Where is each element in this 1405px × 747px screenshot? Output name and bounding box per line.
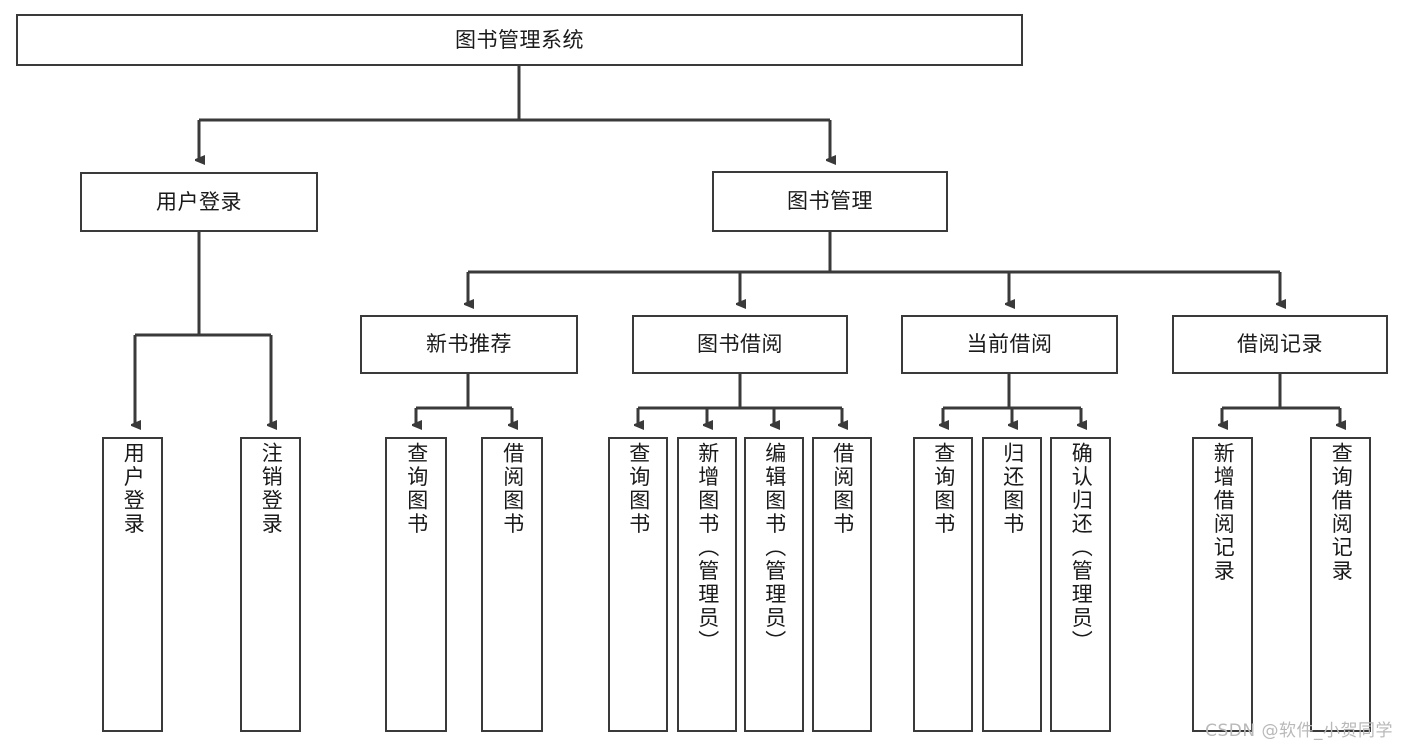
node-leaf-user-login-label: 用户登录 [121,442,146,536]
node-leaf-return-book-label: 归还图书 [1000,442,1025,536]
node-leaf-query-record[interactable]: 查询借阅记录 [1310,437,1371,732]
node-leaf-query-book-2[interactable]: 查询图书 [608,437,668,732]
node-user-login[interactable]: 用户登录 [80,172,318,232]
node-borrow-record[interactable]: 借阅记录 [1172,315,1388,374]
node-leaf-query-book-3[interactable]: 查询图书 [913,437,973,732]
node-leaf-borrow-book-2[interactable]: 借阅图书 [812,437,872,732]
node-leaf-borrow-book-1-label: 借阅图书 [500,442,525,536]
node-leaf-edit-book-label: 编辑图书（管理员） [762,442,787,654]
node-leaf-query-record-label: 查询借阅记录 [1329,442,1354,583]
node-leaf-return-book[interactable]: 归还图书 [982,437,1042,732]
node-leaf-add-book[interactable]: 新增图书（管理员） [677,437,737,732]
node-leaf-add-record-label: 新增借阅记录 [1211,442,1236,583]
node-leaf-confirm-return-label: 确认归还（管理员） [1069,442,1094,654]
node-leaf-borrow-book-1[interactable]: 借阅图书 [481,437,543,732]
node-book-borrow[interactable]: 图书借阅 [632,315,848,374]
node-user-login-label: 用户登录 [156,189,242,214]
node-borrow-record-label: 借阅记录 [1237,332,1323,357]
node-leaf-query-book-2-label: 查询图书 [626,442,651,536]
node-leaf-query-book-1[interactable]: 查询图书 [385,437,447,732]
watermark: CSDN @软件_小贺同学 [1205,721,1393,741]
node-leaf-edit-book[interactable]: 编辑图书（管理员） [744,437,804,732]
node-new-book-rec-label: 新书推荐 [426,332,512,357]
node-leaf-user-login[interactable]: 用户登录 [102,437,163,732]
node-current-borrow-label: 当前借阅 [966,332,1053,357]
node-leaf-add-record[interactable]: 新增借阅记录 [1192,437,1253,732]
node-new-book-rec[interactable]: 新书推荐 [360,315,578,374]
node-leaf-query-book-3-label: 查询图书 [931,442,956,536]
node-root-label: 图书管理系统 [455,27,584,52]
node-leaf-borrow-book-2-label: 借阅图书 [830,442,855,536]
node-root[interactable]: 图书管理系统 [16,14,1023,66]
node-leaf-user-logout[interactable]: 注销登录 [240,437,301,732]
node-leaf-user-logout-label: 注销登录 [259,442,284,536]
node-book-manage-label: 图书管理 [787,189,873,214]
node-leaf-add-book-label: 新增图书（管理员） [695,442,720,654]
node-leaf-confirm-return[interactable]: 确认归还（管理员） [1050,437,1111,732]
node-leaf-query-book-1-label: 查询图书 [404,442,429,536]
node-book-manage[interactable]: 图书管理 [712,171,948,232]
node-current-borrow[interactable]: 当前借阅 [901,315,1118,374]
node-book-borrow-label: 图书借阅 [697,332,783,357]
